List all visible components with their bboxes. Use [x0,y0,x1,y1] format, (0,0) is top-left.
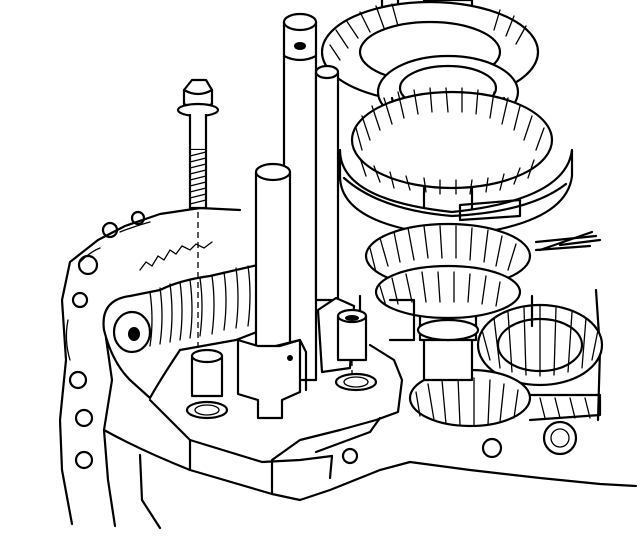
helical-gear-main [350,87,554,195]
detent-bolt [176,78,220,350]
side-rods [388,234,598,342]
lower-gear-cluster [358,222,534,342]
countershaft-gear [408,303,604,428]
synchro-sleeve [338,148,574,238]
shift-shafts [236,12,356,420]
bolt-bushing [185,348,229,420]
right-bushing [334,308,378,392]
